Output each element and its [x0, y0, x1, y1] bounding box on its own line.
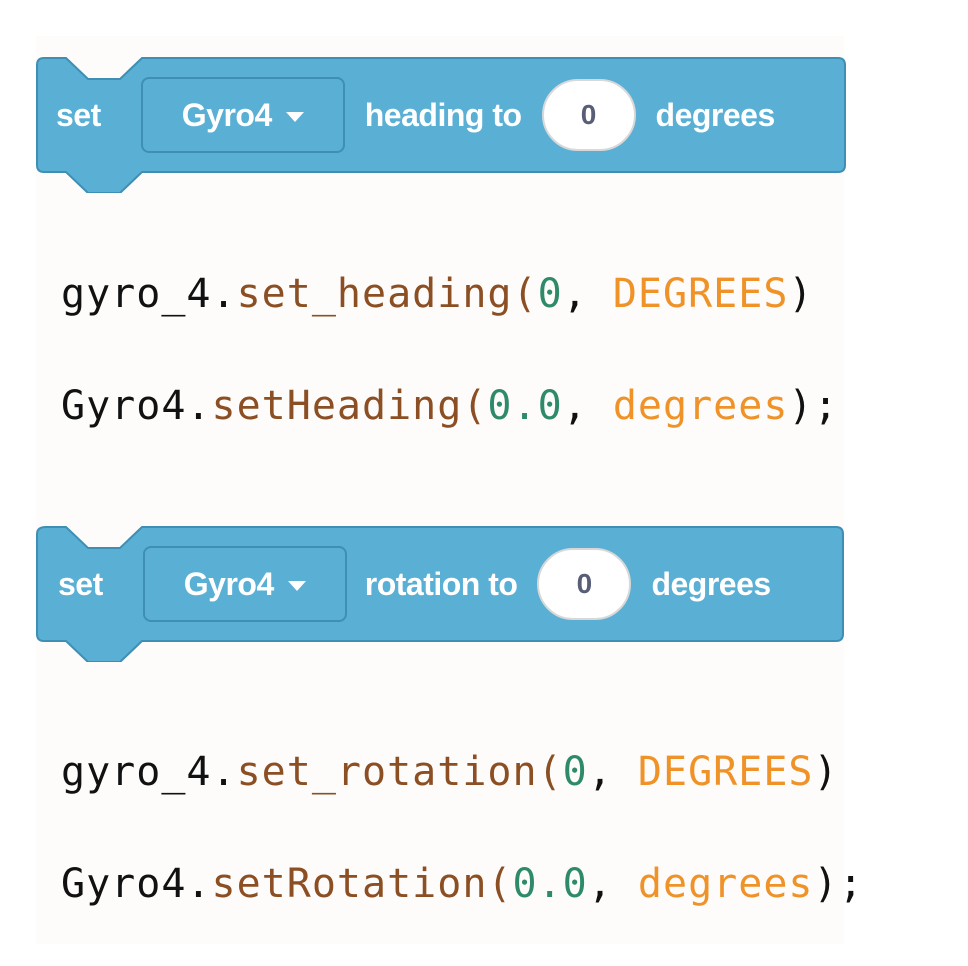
rotation-to-label: rotation to [364, 566, 518, 602]
set-keyword: set [56, 97, 101, 133]
code-constant: degrees [637, 861, 814, 907]
code-panel-background [36, 36, 844, 944]
code-close: ); [813, 861, 864, 907]
code-paren: ( [487, 861, 513, 907]
code-object: gyro_4. [61, 271, 237, 317]
caret-down-icon [285, 112, 304, 122]
rotation-value-input[interactable]: 0 [537, 548, 632, 620]
code-constant: degrees [612, 383, 789, 429]
heading-value-input[interactable]: 0 [541, 79, 636, 151]
device-dropdown-label: Gyro4 [181, 96, 272, 133]
degrees-label: degrees [651, 566, 771, 602]
degrees-label: degrees [655, 97, 776, 133]
device-dropdown[interactable]: Gyro4 [140, 77, 345, 153]
code-separator: , [562, 383, 613, 429]
code-constant: DEGREES [612, 271, 789, 317]
python-rotation-line: gyro_4.set_rotation(0, DEGREES) [61, 752, 839, 792]
code-separator: , [562, 271, 613, 317]
caret-down-icon [287, 581, 306, 591]
code-paren: ( [512, 271, 538, 317]
set-keyword: set [58, 566, 103, 602]
code-object: Gyro4. [61, 861, 212, 907]
set-rotation-block[interactable]: set Gyro4 rotation to 0 degrees [36, 526, 844, 662]
code-method: set_heading [236, 271, 513, 317]
code-constant: DEGREES [637, 749, 814, 795]
code-close: ) [813, 749, 839, 795]
code-number: 0 [562, 749, 588, 795]
code-number: 0 [537, 271, 563, 317]
code-method: setHeading [211, 383, 463, 429]
code-paren: ( [462, 383, 488, 429]
code-separator: , [587, 861, 638, 907]
device-dropdown-label: Gyro4 [183, 565, 274, 602]
device-dropdown[interactable]: Gyro4 [142, 546, 347, 622]
heading-to-label: heading to [364, 97, 522, 133]
python-heading-line: gyro_4.set_heading(0, DEGREES) [61, 274, 814, 314]
code-object: Gyro4. [61, 383, 212, 429]
code-number: 0.0 [487, 383, 563, 429]
code-number: 0.0 [512, 861, 588, 907]
code-paren: ( [537, 749, 563, 795]
code-method: setRotation [211, 861, 488, 907]
code-object: gyro_4. [61, 749, 237, 795]
set-heading-block[interactable]: set Gyro4 heading to 0 degrees [36, 57, 846, 193]
cpp-heading-line: Gyro4.setHeading(0.0, degrees); [61, 386, 839, 426]
cpp-rotation-line: Gyro4.setRotation(0.0, degrees); [61, 864, 864, 904]
code-close: ); [788, 383, 839, 429]
code-separator: , [587, 749, 638, 795]
code-close: ) [788, 271, 814, 317]
code-method: set_rotation [236, 749, 538, 795]
